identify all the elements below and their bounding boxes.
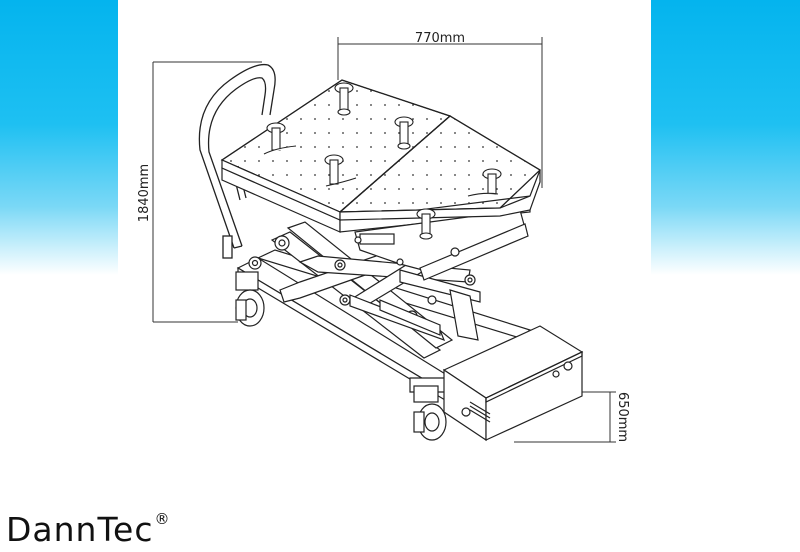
brand-name: DannTec <box>6 510 154 549</box>
dimension-height <box>152 61 262 323</box>
registered-mark: ® <box>154 510 170 528</box>
power-unit-box <box>442 325 584 442</box>
hydraulic-cylinder <box>349 294 446 342</box>
danntec-logo: DannTec ® <box>6 508 169 552</box>
rear-wheel <box>413 385 447 441</box>
dimension-width <box>337 37 543 188</box>
support-pins <box>263 82 502 240</box>
width-label: 770mm <box>415 31 465 46</box>
front-wheel <box>235 271 265 327</box>
dimension-depth <box>514 391 616 443</box>
height-label: 1840mm <box>137 164 152 222</box>
right-blue-panel <box>651 0 800 275</box>
left-blue-panel <box>0 0 118 275</box>
depth-label: 650mm <box>615 392 630 442</box>
